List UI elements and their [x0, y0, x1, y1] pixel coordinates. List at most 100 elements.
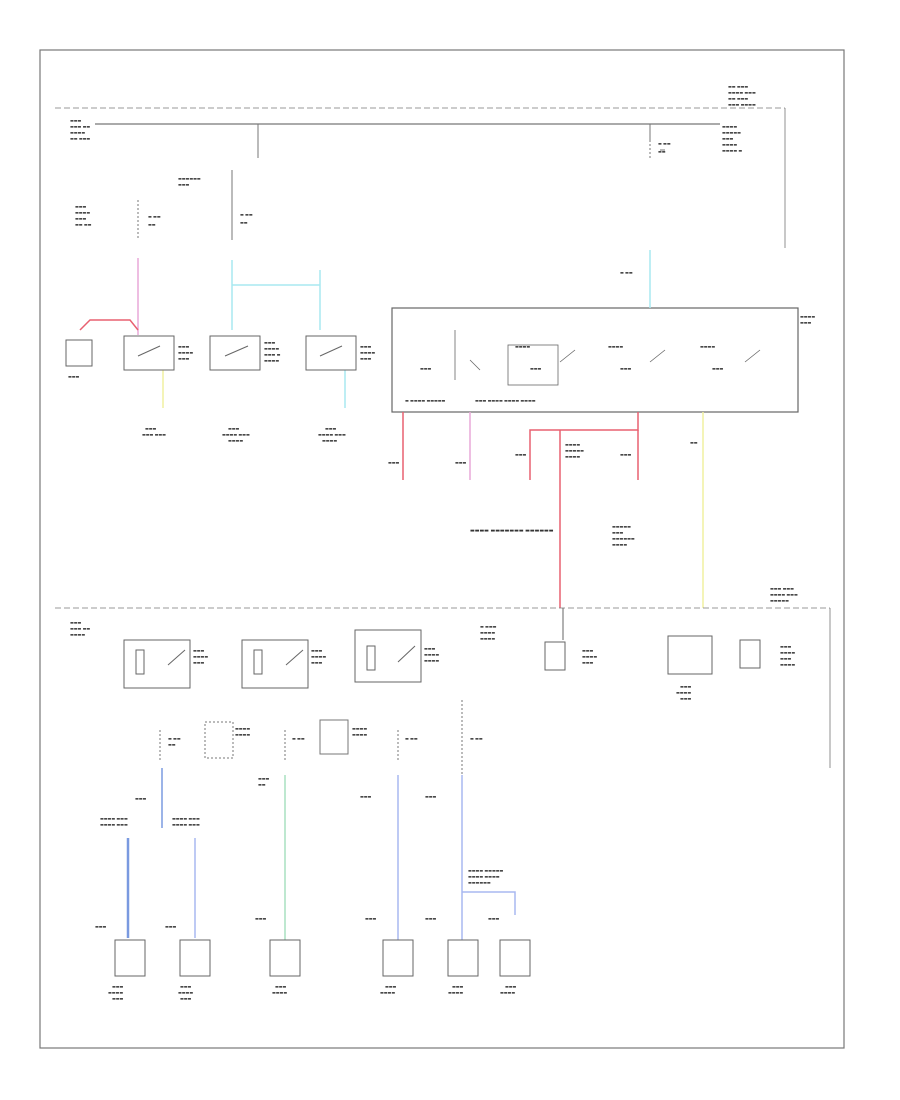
svg-text:▬ ▬▬▬: ▬ ▬▬▬ [480, 624, 497, 629]
top-bus-labels: ▬▬ ▬▬▬ ▬▬▬▬ ▬▬▬ ▬▬ ▬▬▬ ▬▬▬ ▬▬▬▬ ▬▬▬ ▬▬▬ … [70, 84, 756, 153]
lower-connector-labels: ▬▬▬ ▬▬▬▬ ▬▬▬ ▬▬▬ ▬▬▬▬ ▬▬▬ ▬▬▬ ▬▬▬▬ ▬▬▬ ▬… [108, 984, 517, 1001]
svg-text:▬▬▬: ▬▬▬ [145, 426, 157, 431]
svg-text:▬▬▬▬ ▬▬▬: ▬▬▬▬ ▬▬▬ [172, 822, 200, 827]
svg-text:▬▬▬: ▬▬▬ [112, 996, 124, 1001]
module-output-labels: ▬▬▬ ▬▬▬ ▬▬▬ ▬▬▬▬ ▬▬▬▬▬ ▬▬▬▬ ▬▬▬ ▬▬ ▬▬▬▬ … [388, 440, 698, 547]
lower-fuses [159, 700, 463, 775]
svg-text:▬▬▬▬▬: ▬▬▬▬▬ [612, 524, 631, 529]
lower-bus-labels: ▬▬▬ ▬▬▬ ▬▬▬▬ ▬▬▬ ▬▬▬▬▬ ▬▬▬ ▬▬▬ ▬▬ ▬▬▬▬ ▬… [70, 586, 798, 641]
svg-text:▬▬▬: ▬▬▬ [420, 366, 432, 371]
svg-text:▬▬▬▬: ▬▬▬▬ [565, 454, 580, 459]
svg-text:▬▬▬▬: ▬▬▬▬ [264, 346, 279, 351]
svg-text:▬▬▬: ▬▬▬ [385, 984, 397, 989]
svg-text:▬▬▬▬: ▬▬▬▬ [480, 636, 495, 641]
lower-wire-labels: ▬▬▬ ▬▬▬▬ ▬▬▬ ▬▬▬▬ ▬▬▬ ▬▬▬▬ ▬▬▬ ▬▬▬▬ ▬▬▬ … [95, 776, 504, 929]
svg-text:▬▬▬▬▬: ▬▬▬▬▬ [565, 448, 584, 453]
svg-text:▬▬ ▬▬▬: ▬▬ ▬▬▬ [70, 136, 90, 141]
svg-text:▬▬▬ ▬▬▬▬: ▬▬▬ ▬▬▬▬ [728, 102, 756, 107]
svg-text:▬▬▬: ▬▬▬ [112, 984, 124, 989]
svg-text:▬▬▬: ▬▬▬ [70, 118, 82, 123]
svg-text:▬▬▬▬ ▬▬▬: ▬▬▬▬ ▬▬▬ [172, 816, 200, 821]
svg-text:▬▬▬▬: ▬▬▬▬ [515, 344, 530, 349]
svg-text:▬ ▬▬: ▬ ▬▬ [168, 736, 181, 741]
svg-text:▬▬▬: ▬▬▬ [780, 644, 792, 649]
svg-text:▬▬▬▬: ▬▬▬▬ [352, 732, 367, 737]
svg-text:▬▬▬▬: ▬▬▬▬ [311, 654, 326, 659]
svg-text:▬▬▬▬▬▬: ▬▬▬▬▬▬ [612, 536, 635, 541]
control-module-labels: ▬▬▬▬ ▬▬▬ ▬▬▬▬ ▬▬▬▬ ▬▬▬▬ ▬▬▬ ▬▬▬ ▬▬▬ ▬▬▬ … [405, 314, 815, 403]
svg-text:▬▬▬: ▬▬▬ [70, 620, 82, 625]
svg-text:▬▬▬▬: ▬▬▬▬ [70, 632, 85, 637]
svg-text:▬▬▬: ▬▬▬ [193, 648, 205, 653]
svg-text:▬▬▬▬: ▬▬▬▬ [780, 662, 795, 667]
svg-text:▬▬▬: ▬▬▬ [780, 656, 792, 661]
lower-connectors [114, 939, 531, 977]
svg-text:▬▬▬ ▬▬▬▬ ▬▬▬▬ ▬▬▬▬: ▬▬▬ ▬▬▬▬ ▬▬▬▬ ▬▬▬▬ [475, 398, 536, 403]
svg-text:▬▬▬: ▬▬▬ [311, 648, 323, 653]
svg-text:▬▬▬: ▬▬▬ [360, 794, 372, 799]
svg-text:▬▬▬: ▬▬▬ [722, 136, 734, 141]
svg-text:▬▬ ▬▬: ▬▬ ▬▬ [75, 222, 92, 227]
svg-text:▬▬▬: ▬▬▬ [193, 660, 205, 665]
svg-text:▬▬▬: ▬▬▬ [800, 320, 812, 325]
top-relay-labels: ▬▬▬ ▬▬▬ ▬▬▬▬ ▬▬▬ ▬▬▬ ▬▬▬▬ ▬▬▬ ▬ ▬▬▬▬ ▬▬▬… [68, 340, 375, 443]
svg-text:▬▬▬▬: ▬▬▬▬ [722, 124, 737, 129]
svg-text:▬▬▬ ▬▬▬: ▬▬▬ ▬▬▬ [142, 432, 166, 437]
svg-text:▬▬▬: ▬▬▬ [178, 182, 190, 187]
svg-text:▬▬▬▬: ▬▬▬▬ [500, 990, 515, 995]
svg-text:▬▬▬: ▬▬▬ [620, 366, 632, 371]
svg-text:▬▬▬: ▬▬▬ [264, 340, 276, 345]
svg-text:▬▬▬▬: ▬▬▬▬ [424, 658, 439, 663]
svg-text:▬▬▬: ▬▬▬ [582, 648, 594, 653]
svg-text:▬▬ ▬▬▬: ▬▬ ▬▬▬ [728, 84, 748, 89]
svg-text:▬ ▬▬: ▬ ▬▬ [620, 270, 633, 275]
svg-text:▬▬▬▬: ▬▬▬▬ [722, 142, 737, 147]
svg-text:▬▬▬: ▬▬▬ [258, 776, 270, 781]
svg-text:▬▬▬ ▬: ▬▬▬ ▬ [264, 352, 281, 357]
svg-text:▬▬▬: ▬▬▬ [165, 924, 177, 929]
svg-text:▬▬▬▬: ▬▬▬▬ [70, 130, 85, 135]
lower-relay-labels: ▬▬▬ ▬▬▬▬ ▬▬▬ ▬▬▬ ▬▬▬▬ ▬▬▬ ▬▬▬ ▬▬▬▬ ▬▬▬▬ … [193, 644, 795, 701]
top-left-wires [79, 258, 346, 408]
svg-text:▬▬: ▬▬ [258, 782, 266, 787]
svg-text:▬▬▬: ▬▬▬ [505, 984, 517, 989]
svg-text:▬▬▬: ▬▬▬ [75, 204, 87, 209]
svg-text:▬▬▬▬: ▬▬▬▬ [780, 650, 795, 655]
svg-text:▬▬▬: ▬▬▬ [75, 216, 87, 221]
svg-text:▬▬▬▬: ▬▬▬▬ [480, 630, 495, 635]
svg-text:▬▬▬ ▬▬▬: ▬▬▬ ▬▬▬ [770, 586, 794, 591]
svg-text:▬▬▬: ▬▬▬ [360, 356, 372, 361]
svg-text:▬▬▬▬: ▬▬▬▬ [360, 350, 375, 355]
svg-text:▬▬▬: ▬▬▬ [255, 916, 267, 921]
lower-wires [126, 768, 516, 940]
svg-text:▬▬▬: ▬▬▬ [712, 366, 724, 371]
svg-text:▬ ▬▬: ▬ ▬▬ [292, 736, 305, 741]
svg-text:▬▬▬: ▬▬▬ [275, 984, 287, 989]
svg-text:▬▬▬: ▬▬▬ [452, 984, 464, 989]
svg-text:▬▬▬: ▬▬▬ [311, 660, 323, 665]
svg-text:▬▬▬▬▬▬: ▬▬▬▬▬▬ [468, 880, 491, 885]
svg-text:▬▬▬▬: ▬▬▬▬ [178, 350, 193, 355]
svg-text:▬▬: ▬▬ [168, 742, 176, 747]
svg-text:▬▬▬: ▬▬▬ [180, 984, 192, 989]
svg-text:▬▬▬▬▬: ▬▬▬▬▬ [722, 130, 741, 135]
svg-text:▬▬▬: ▬▬▬ [680, 696, 692, 701]
top-power-bus [55, 107, 786, 248]
svg-text:▬▬ ▬▬▬: ▬▬ ▬▬▬ [728, 96, 748, 101]
lower-relays [123, 608, 761, 689]
svg-text:▬▬▬: ▬▬▬ [612, 530, 624, 535]
svg-text:▬▬▬▬: ▬▬▬▬ [800, 314, 815, 319]
svg-text:▬▬: ▬▬ [690, 440, 698, 445]
svg-text:▬▬▬▬: ▬▬▬▬ [424, 652, 439, 657]
svg-text:▬▬▬▬: ▬▬▬▬ [193, 654, 208, 659]
svg-text:▬▬▬▬: ▬▬▬▬ [272, 990, 287, 995]
svg-text:▬▬▬: ▬▬▬ [488, 916, 500, 921]
lower-fuse-labels: ▬ ▬▬ ▬▬ ▬▬▬▬ ▬▬▬▬ ▬ ▬▬ ▬▬▬▬ ▬▬▬▬ ▬ ▬▬ ▬ … [168, 726, 483, 747]
svg-text:▬▬▬▬: ▬▬▬▬ [380, 990, 395, 995]
svg-text:▬▬▬: ▬▬▬ [228, 426, 240, 431]
svg-text:▬▬▬▬ ▬▬▬▬: ▬▬▬▬ ▬▬▬▬ [468, 874, 500, 879]
svg-text:▬▬▬▬▬: ▬▬▬▬▬ [770, 598, 789, 603]
svg-text:▬ ▬▬: ▬ ▬▬ [405, 736, 418, 741]
svg-text:▬▬▬: ▬▬▬ [530, 366, 542, 371]
